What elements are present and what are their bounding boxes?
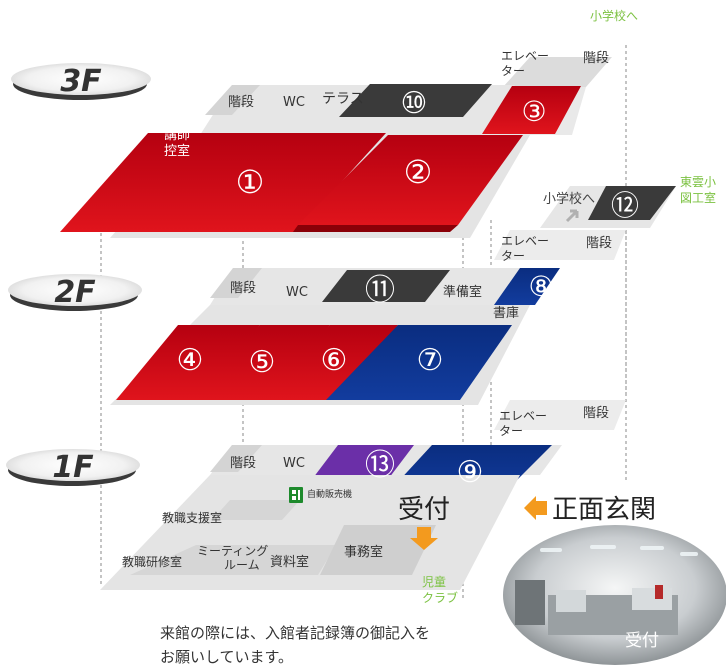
floor-2f xyxy=(110,268,560,405)
room-number-10: ⑩ xyxy=(401,86,428,121)
label-kids-club-1: 児童 xyxy=(422,574,446,589)
label-wc-1f: WC xyxy=(283,456,305,471)
floor-badge-3f: 3F xyxy=(11,63,151,100)
room-6[interactable] xyxy=(258,325,398,400)
room-number-2: ② xyxy=(404,153,433,191)
room-number-12: ⑫ xyxy=(611,189,639,222)
arrow-left-icon xyxy=(524,496,547,520)
room-1[interactable] xyxy=(60,133,386,232)
visitor-notice: 来館の際には、入館者記録簿の御記入を お願いしています。 xyxy=(160,621,500,669)
room-2[interactable] xyxy=(298,135,523,225)
label-main-entrance: 正面玄関 xyxy=(552,495,656,525)
room-number-6: ⑥ xyxy=(321,343,348,378)
label-stairs-2f: 階段 xyxy=(230,281,256,296)
label-materials: 資料室 xyxy=(270,554,309,570)
label-stairs-1f-right: 階段 xyxy=(583,406,609,421)
label-lecturer-2: 控室 xyxy=(164,143,190,159)
label-office: 事務室 xyxy=(344,544,383,560)
label-elevator-3f-2: ター xyxy=(501,64,525,78)
label-to-elementary-2f: 小学校へ xyxy=(543,191,595,207)
label-stairs-3f: 階段 xyxy=(228,95,254,110)
notice-line-1: 来館の際には、入館者記録簿の御記入を xyxy=(160,624,431,642)
room-12[interactable] xyxy=(588,186,676,220)
photo-caption-reception: 受付 xyxy=(625,631,659,651)
label-meeting-2: ルーム xyxy=(224,558,260,572)
arrow-down-icon xyxy=(410,527,438,550)
room-shiryo[interactable] xyxy=(272,545,336,575)
reception-photo: 受付 xyxy=(503,525,726,665)
room-number-3: ③ xyxy=(521,95,546,128)
room-number-1: ① xyxy=(236,163,265,201)
label-elevator-2f-2: ター xyxy=(501,249,525,263)
label-prep-room: 準備室 xyxy=(443,284,482,300)
label-lecturer-1: 講師 xyxy=(164,127,190,143)
label-vending: 自動販売機 xyxy=(307,488,352,500)
label-elevator-3f: エレベー xyxy=(501,49,549,63)
floor-1f xyxy=(100,400,626,590)
room-8[interactable] xyxy=(494,268,560,305)
elevator-area-3f xyxy=(503,57,612,87)
label-wc-3f: WC xyxy=(283,95,305,110)
floor-3f xyxy=(60,57,612,238)
room-number-4: ④ xyxy=(177,343,204,378)
room-number-5: ⑤ xyxy=(249,345,276,380)
room-number-13: ⑬ xyxy=(365,448,395,483)
room-meeting[interactable] xyxy=(224,545,292,575)
label-to-elementary-top: 小学校へ xyxy=(590,8,638,23)
room-10[interactable] xyxy=(339,84,492,117)
room-number-8: ⑧ xyxy=(528,270,553,303)
label-meeting: ミーティング xyxy=(197,544,268,558)
label-higashiun-2: 図工室 xyxy=(680,190,716,205)
notice-line-2: お願いしています。 xyxy=(160,648,294,666)
label-stairs-1f: 階段 xyxy=(230,456,256,471)
room-jimu[interactable] xyxy=(320,525,436,575)
room-number-9: ⑨ xyxy=(457,455,484,490)
room-number-7: ⑦ xyxy=(417,343,444,378)
label-teacher-training: 教職研修室 xyxy=(122,554,182,569)
room-5[interactable] xyxy=(188,325,330,400)
label-kids-club-2: クラブ xyxy=(422,590,458,605)
annex-2f xyxy=(494,186,676,260)
room-7[interactable] xyxy=(326,325,512,400)
vending-machine-icon xyxy=(289,487,303,503)
label-stairs-3f-right: 階段 xyxy=(583,51,609,66)
label-teacher-support: 教職支援室 xyxy=(162,510,222,525)
room-3[interactable] xyxy=(482,86,581,134)
label-terrace: テラス xyxy=(322,91,364,107)
label-reception: 受付 xyxy=(398,495,450,525)
room-kyoshoku-shien[interactable] xyxy=(212,500,300,520)
room-13[interactable] xyxy=(310,445,414,482)
label-elevator-1f-2: ター xyxy=(499,424,523,438)
floor-badge-2f: 2F xyxy=(8,274,142,311)
label-higashiun-1: 東雲小 xyxy=(680,175,716,189)
room-4[interactable] xyxy=(116,325,260,400)
label-stairs-2f-right: 階段 xyxy=(586,236,612,251)
room-kyoshoku-kenshu[interactable] xyxy=(130,545,244,575)
room-11[interactable] xyxy=(322,270,450,302)
label-elevator-1f: エレベー xyxy=(499,409,547,423)
floor-label-3f: 3F xyxy=(60,64,102,99)
label-wc-2f: WC xyxy=(286,285,308,300)
label-elevator-2f: エレベー xyxy=(501,234,549,248)
room-number-11: ⑪ xyxy=(365,273,395,308)
floor-badge-1f: 1F xyxy=(6,449,140,486)
label-archive: 書庫 xyxy=(493,306,519,321)
floor-label-2f: 2F xyxy=(54,275,96,310)
arrow-up-icon xyxy=(565,209,579,223)
floor-label-1f: 1F xyxy=(52,450,94,485)
